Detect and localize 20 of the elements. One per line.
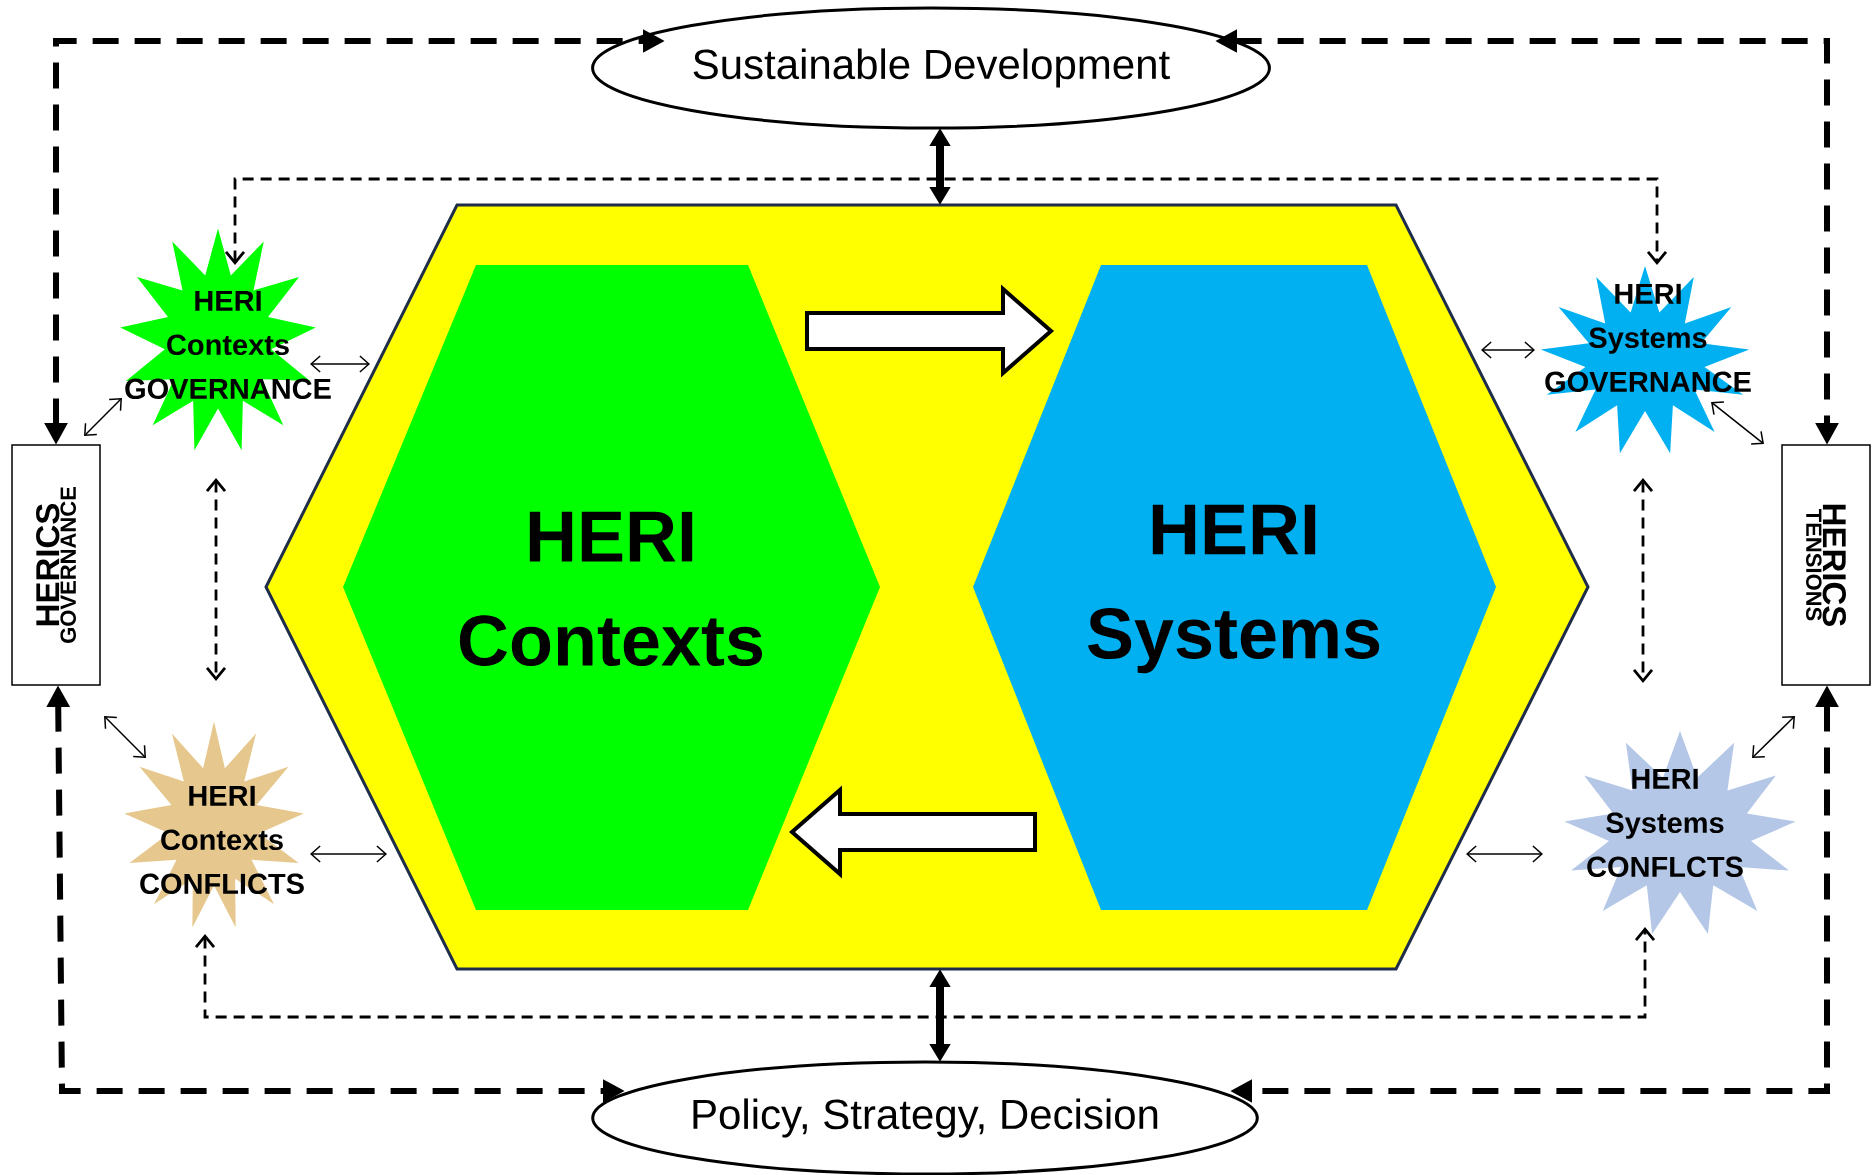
arrow — [1466, 845, 1543, 863]
arrow — [310, 845, 387, 863]
text-box: HERICS TENSIONS — [1781, 444, 1871, 686]
arrow — [224, 177, 1668, 265]
block-arrow — [788, 785, 1037, 879]
arrow — [194, 927, 1656, 1019]
arrow — [1711, 401, 1764, 445]
arrow — [1481, 341, 1535, 359]
starburst: HERI Systems CONFLCTS — [1564, 731, 1796, 934]
arrow — [84, 398, 122, 436]
arrow — [1752, 716, 1795, 758]
arrow — [310, 355, 370, 373]
block-arrow — [805, 284, 1055, 378]
arrow — [104, 716, 146, 758]
hexagon: HERI Contexts — [343, 265, 880, 910]
text-box: HERICS GOVERNANCE — [11, 444, 101, 686]
hexagon: HERI Systems — [973, 265, 1496, 910]
arrow — [1632, 478, 1654, 683]
arrow — [205, 478, 227, 681]
starburst: HERI Contexts CONFLICTS — [124, 721, 304, 928]
